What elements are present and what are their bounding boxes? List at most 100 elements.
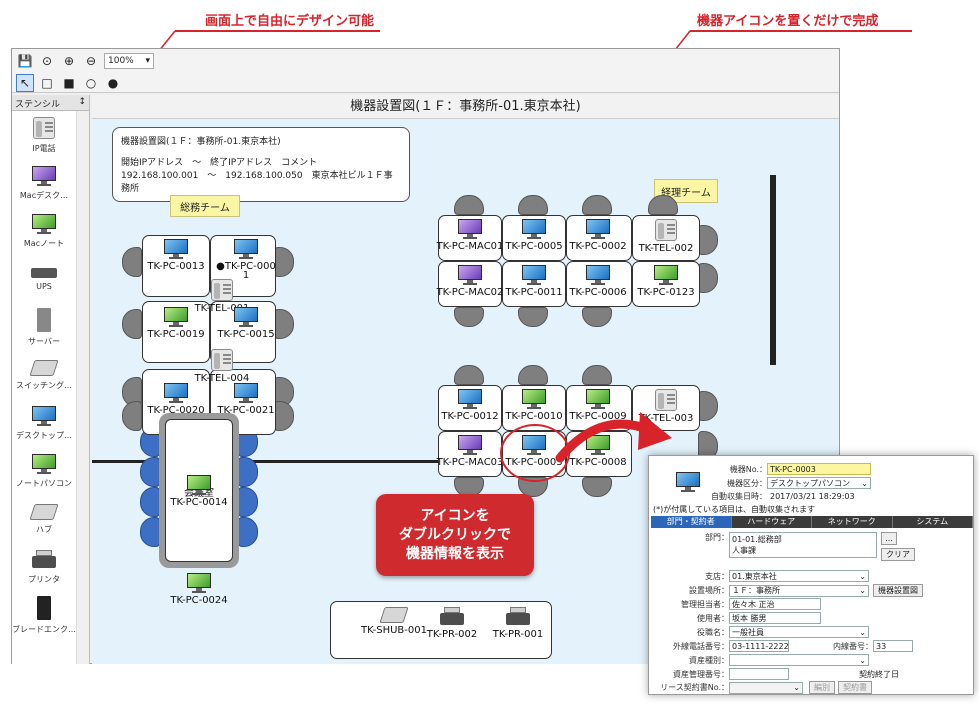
user-field[interactable]: 坂本 勝男 xyxy=(729,612,821,624)
device-desktop[interactable]: TK-PC-0015 xyxy=(206,307,286,340)
device-mac[interactable]: TK-PC-MAC03 xyxy=(430,435,510,468)
stencil-item[interactable]: Macノート xyxy=(12,207,76,255)
mac-desktop-icon xyxy=(430,265,510,285)
pointer-tool-icon[interactable]: ↖ xyxy=(16,74,34,92)
badge-line-3: 機器情報を表示 xyxy=(406,545,504,562)
zoom-in-icon[interactable]: ⊕ xyxy=(63,54,75,68)
stencil-item[interactable]: ハブ xyxy=(12,495,76,543)
printer-icon xyxy=(32,549,56,570)
device-phone[interactable]: TK-TEL-002 xyxy=(626,219,706,254)
device-notebook[interactable]: TK-PC-0008 xyxy=(558,435,638,468)
stencil-item[interactable]: スイッチング… xyxy=(12,351,76,399)
stencil-item-label: デスクトップ… xyxy=(16,430,72,440)
stencil-item[interactable]: IP電話 xyxy=(12,111,76,159)
category-select[interactable]: デスクトップパソコン ⌄ xyxy=(767,477,871,489)
ext-phone-label: 外線電話番号： xyxy=(673,641,729,651)
chair xyxy=(140,517,160,547)
ext-phone-field[interactable]: 03-1111-2222 xyxy=(729,640,789,652)
stencil-item-label: IP電話 xyxy=(32,143,56,153)
wall-right-upper xyxy=(770,175,776,365)
device-desktop[interactable]: TK-PC-0011 xyxy=(494,265,574,298)
zoom-out-icon[interactable]: ⊖ xyxy=(85,54,97,68)
desktop-pc-icon xyxy=(558,265,638,285)
device-desktop[interactable]: TK-PC-0006 xyxy=(558,265,638,298)
machine-no-field[interactable]: TK-PC-0003 xyxy=(767,463,871,475)
device-label: TK-PR-001 xyxy=(492,629,544,640)
rectangle-filled-tool-icon[interactable]: ■ xyxy=(63,76,75,90)
ip-phone-icon xyxy=(626,389,706,411)
device-phone[interactable]: TK-TEL-001 xyxy=(182,279,262,314)
office-select[interactable]: 01.東京本社 ⌄ xyxy=(729,570,869,582)
machine-no-label: 機器No.： xyxy=(729,464,767,474)
save-icon[interactable]: 💾 xyxy=(17,54,33,68)
device-mac[interactable]: TK-PC-MAC01 xyxy=(430,219,510,252)
dept-line-2: 人事課 xyxy=(732,546,756,555)
team-label-general[interactable]: 総務チーム xyxy=(170,195,240,217)
stencil-item[interactable]: ブレードエンク… xyxy=(12,591,76,639)
device-notebook[interactable]: TK-PC-0009 xyxy=(558,389,638,422)
location-select[interactable]: １Ｆ：事務所 ⌄ xyxy=(729,584,869,597)
stencil-item[interactable]: デスクトップ… xyxy=(12,399,76,447)
device-phone[interactable]: TK-TEL-003 xyxy=(626,389,706,424)
stencil-item[interactable]: Macデスク… xyxy=(12,159,76,207)
mac-desktop-icon xyxy=(31,165,57,186)
device-label: ●TK-PC-000 xyxy=(216,261,276,272)
stencil-item[interactable]: UPS xyxy=(12,255,76,303)
stencil-item[interactable]: プリンタ xyxy=(12,543,76,591)
stencil-item[interactable]: サーバー xyxy=(12,303,76,351)
role-select[interactable]: 一般社員 ⌄ xyxy=(729,626,869,638)
device-label: TK-SHUB-001 xyxy=(361,625,427,636)
layout-diagram-button[interactable]: 機器設置図 xyxy=(873,584,923,597)
ip-phone-icon xyxy=(182,279,262,301)
dept-browse-button[interactable]: ... xyxy=(881,532,897,545)
info-ip-range: 192.168.100.001 ～ 192.168.100.050 東京本社ビル… xyxy=(121,171,393,194)
zoom-select[interactable]: 100% ▾ xyxy=(104,53,154,69)
stencil-item-label: ノートパソコン xyxy=(16,478,72,488)
dialog-tab[interactable]: 部門・契約者 xyxy=(651,516,732,528)
lease-select[interactable]: ⌄ xyxy=(729,681,803,694)
toolbar: 💾 ⊙ ⊕ ⊖ 100% ▾ ↖ □ ■ ○ ● xyxy=(12,49,839,93)
stencil-scrollbar[interactable] xyxy=(76,111,89,664)
device-phone[interactable]: TK-TEL-004 xyxy=(182,349,262,384)
team-label-accounting[interactable]: 経理チーム xyxy=(654,179,718,203)
dialog-tab[interactable]: ネットワーク xyxy=(812,516,893,528)
device-label: TK-TEL-001 xyxy=(194,303,250,314)
pin-icon[interactable]: ↕ xyxy=(78,97,86,107)
lease-detail-button[interactable]: 編別 xyxy=(809,681,835,694)
stencil-item-label: ハブ xyxy=(36,524,52,534)
device-printer[interactable]: TK-PR-001 xyxy=(478,607,558,640)
device-printer[interactable]: TK-PR-002 xyxy=(412,607,492,640)
asset-mgr-field[interactable] xyxy=(729,668,789,680)
lease-contract-button[interactable]: 契約書 xyxy=(838,681,872,694)
hub-icon xyxy=(29,503,59,520)
int-phone-field[interactable]: 33 xyxy=(873,640,913,652)
device-notebook[interactable]: TK-PC-0014 xyxy=(159,475,239,508)
stencil-item[interactable]: ノートパソコン xyxy=(12,447,76,495)
dialog-tab[interactable]: ハードウェア xyxy=(731,516,812,528)
device-notebook[interactable]: TK-PC-0024 xyxy=(159,573,239,606)
device-notebook[interactable]: TK-PC-0123 xyxy=(626,265,706,298)
info-text-box[interactable]: 機器設置図(１Ｆ：事務所-01.東京本社) 開始IPアドレス ～ 終了IPアドレ… xyxy=(112,127,410,202)
device-desktop[interactable]: TK-PC-0020 xyxy=(136,383,216,416)
desktop-pc-icon xyxy=(494,219,574,239)
device-mac[interactable]: TK-PC-MAC02 xyxy=(430,265,510,298)
device-desktop[interactable]: TK-PC-0005 xyxy=(494,219,574,252)
rectangle-outline-tool-icon[interactable]: □ xyxy=(41,76,53,90)
device-desktop[interactable]: TK-PC-0021 xyxy=(206,383,286,416)
dept-clear-button[interactable]: クリア xyxy=(881,548,915,561)
category-label: 機器区分： xyxy=(727,478,767,488)
device-notebook[interactable]: TK-PC-0010 xyxy=(494,389,574,422)
circle-outline-tool-icon[interactable]: ○ xyxy=(85,76,97,90)
device-desktop[interactable]: TK-PC-0002 xyxy=(558,219,638,252)
print-icon[interactable]: ⊙ xyxy=(41,54,53,68)
device-hub[interactable]: TK-SHUB-001 xyxy=(354,607,434,636)
device-desktop[interactable]: TK-PC-0013 xyxy=(136,239,216,272)
device-desktop[interactable]: TK-PC-0012 xyxy=(430,389,510,422)
manager-field[interactable]: 佐々木 正治 xyxy=(729,598,821,610)
dept-field[interactable]: 01-01.総務部 人事課 xyxy=(729,532,877,558)
asset-type-select[interactable]: ⌄ xyxy=(729,654,869,666)
dialog-tab[interactable]: システム xyxy=(892,516,973,528)
device-notebook[interactable]: TK-PC-0019 xyxy=(136,307,216,340)
circle-filled-tool-icon[interactable]: ● xyxy=(107,76,119,90)
